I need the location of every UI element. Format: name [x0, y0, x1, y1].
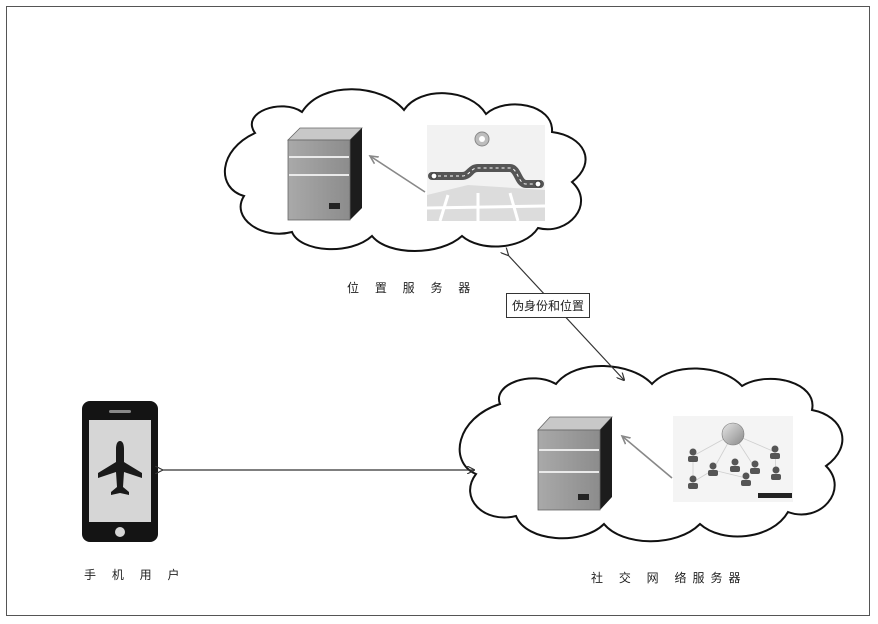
- location-server-icon: [288, 128, 362, 220]
- social-server-label: 社 交 网 络服务器: [591, 569, 746, 586]
- social-network-icon: [673, 416, 793, 502]
- smartphone-icon: [82, 401, 158, 542]
- pseudo-identity-location-label: 伪身份和位置: [506, 293, 590, 318]
- mobile-user-label: 手 机 用 户: [84, 566, 185, 583]
- location-server-label: 位 置 服 务 器: [347, 279, 476, 296]
- social-server-icon: [538, 417, 612, 510]
- map-route-icon: [427, 125, 545, 221]
